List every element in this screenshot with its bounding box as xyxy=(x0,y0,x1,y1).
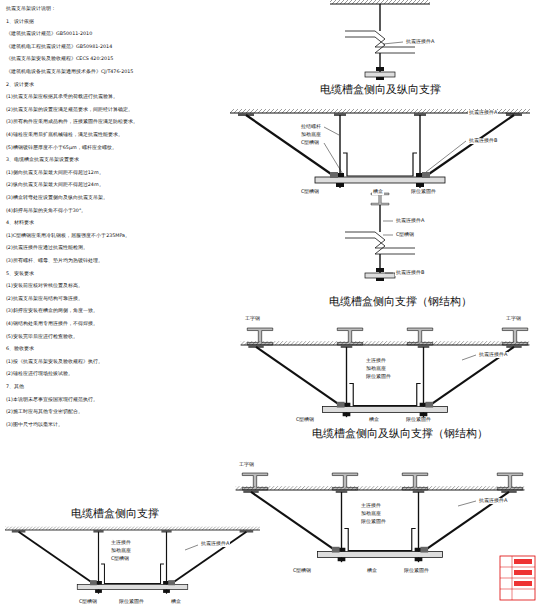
part-label: 槽盒 xyxy=(372,189,384,195)
design-note: (3)所有螺杆、螺母、垫片均为热镀锌处理。 xyxy=(5,258,104,264)
part-label: C型槽钢 xyxy=(78,599,99,605)
design-note: (1)抗震支吊架应根据其承受的荷载进行抗震验算。 xyxy=(5,94,119,100)
design-note: 《建筑抗震设计规范》GB50011-2010 xyxy=(5,31,93,37)
design-note: (2)抗震支吊架应与结构可靠连接。 xyxy=(5,296,84,302)
design-note: (1)侧向抗震支吊架最大间距不得超过12m。 xyxy=(5,170,105,176)
drawing-title: 电缆槽盒侧向支撑 xyxy=(70,508,160,521)
title-block xyxy=(500,556,535,600)
part-label: 加劲底座 xyxy=(365,366,387,372)
drawing-title: 电缆槽盒侧向及纵向支撑 xyxy=(319,84,442,97)
part-label: 抗震连接件B xyxy=(468,138,498,144)
part-label: 抗震连接件A xyxy=(395,218,425,224)
part-label: C型槽钢 xyxy=(292,568,313,574)
design-note: (3)图中尺寸均以毫米计。 xyxy=(5,422,64,428)
part-label: 主连接件 xyxy=(365,358,387,364)
design-note: (5)槽钢镀锌层厚度不小于65μm，螺杆应全螺纹。 xyxy=(5,145,118,151)
part-label: 抗震连接件A xyxy=(405,39,435,45)
design-note: 6、验收要求 xyxy=(5,346,35,352)
design-note: (3)所有构件应采用成品构件，连接紧固件应满足防松要求。 xyxy=(5,119,139,125)
part-label: 抗震连接件A xyxy=(200,541,230,547)
part-label: 抗震连接件A xyxy=(468,110,498,116)
part-label: 抗震连接件A xyxy=(478,352,508,358)
design-note: (2)纵向抗震支吊架最大间距不得超过24m。 xyxy=(5,182,105,188)
design-note: (2)施工时应与其他专业密切配合。 xyxy=(5,409,84,415)
part-label: 拉结螺杆 xyxy=(300,124,322,130)
design-note: (5)安装完毕后应进行检查验收。 xyxy=(5,334,79,340)
design-note: 《建筑机电设备抗震支吊架通用技术条件》CJ/T476-2015 xyxy=(5,69,134,75)
part-label: 主连接件 xyxy=(110,540,132,546)
part-label: 限位紧固件 xyxy=(118,599,145,605)
part-label: 限位紧固件 xyxy=(405,417,432,423)
part-label: C型槽钢 xyxy=(395,232,416,238)
part-label: C型槽钢 xyxy=(300,189,321,195)
part-label: 抗震连接件B xyxy=(395,270,425,276)
design-note: 7、其他 xyxy=(5,384,25,390)
design-note: 《建筑机电工程抗震设计规范》GB50981-2014 xyxy=(5,44,113,50)
part-label: 主连接件 xyxy=(360,503,382,509)
design-note: 3、电缆槽盒抗震支吊架设置要求 xyxy=(5,157,80,163)
design-note: (2)抗震连接件应通过抗震性能检测。 xyxy=(5,245,89,251)
design-note: 《抗震支吊架安装及验收规程》CECS 420:2015 xyxy=(5,56,114,62)
part-label: 工字钢 xyxy=(238,462,255,468)
drawing-title: 电缆槽盒侧向及纵向支撑（钢结构） xyxy=(311,428,489,441)
part-label: 槽盒 xyxy=(170,599,182,605)
design-note: (1)本说明未尽事宜按国家现行规范执行。 xyxy=(5,397,99,403)
part-label: 加劲底座 xyxy=(300,132,322,138)
design-note: (2)锚栓应进行现场拉拔试验。 xyxy=(5,371,74,377)
design-note: 1、设计依据 xyxy=(5,19,35,25)
design-note: (1)C型槽钢应采用冷轧钢板，屈服强度不小于235MPa。 xyxy=(5,233,131,239)
part-label: 限位紧固件 xyxy=(410,189,437,195)
part-label: C型槽钢 xyxy=(300,140,321,146)
design-note: (3)槽盒转弯处应设置侧向及纵向抗震支吊架。 xyxy=(5,195,109,201)
part-label: 加劲底座 xyxy=(360,511,382,517)
design-note: (4)锚栓应采用后扩底机械锚栓，满足抗震性能要求。 xyxy=(5,132,124,138)
part-label: C型槽钢 xyxy=(110,556,131,562)
design-note: (3)斜撑应安装在槽盒的两侧，角度一致。 xyxy=(5,308,99,314)
part-label: 限位紧固件 xyxy=(360,519,387,525)
design-note: (1)安装前应核对管线位置及标高。 xyxy=(5,283,84,289)
part-label: 加劲底座 xyxy=(110,548,132,554)
part-label: 槽盒 xyxy=(368,417,380,423)
part-label: 槽盒 xyxy=(366,568,378,574)
drawing-title: 电缆槽盒侧向支撑（钢结构） xyxy=(328,296,473,309)
design-note: 抗震支吊架设计说明： xyxy=(5,6,57,12)
design-note: 2、设计要求 xyxy=(5,82,35,88)
design-note: 5、安装要求 xyxy=(5,271,35,277)
design-note: (4)斜撑与吊架的夹角不得小于30°。 xyxy=(5,208,87,214)
part-label: 限位紧固件 xyxy=(365,374,392,380)
design-note: (2)抗震支吊架的设置应满足规范要求，间距经计算确定。 xyxy=(5,107,134,113)
part-label: 限位紧固件 xyxy=(403,568,430,574)
part-label: 抗震连接件A xyxy=(478,498,508,504)
design-note: (1)按《抗震支吊架安装及验收规程》执行。 xyxy=(5,359,104,365)
part-label: C型槽钢 xyxy=(295,417,316,423)
part-label: 工字钢 xyxy=(505,316,522,322)
part-label: 工字钢 xyxy=(244,316,261,322)
design-note: 4、材料要求 xyxy=(5,220,35,226)
design-note: (4)钢结构处采用专用连接件，不得焊接。 xyxy=(5,321,99,327)
